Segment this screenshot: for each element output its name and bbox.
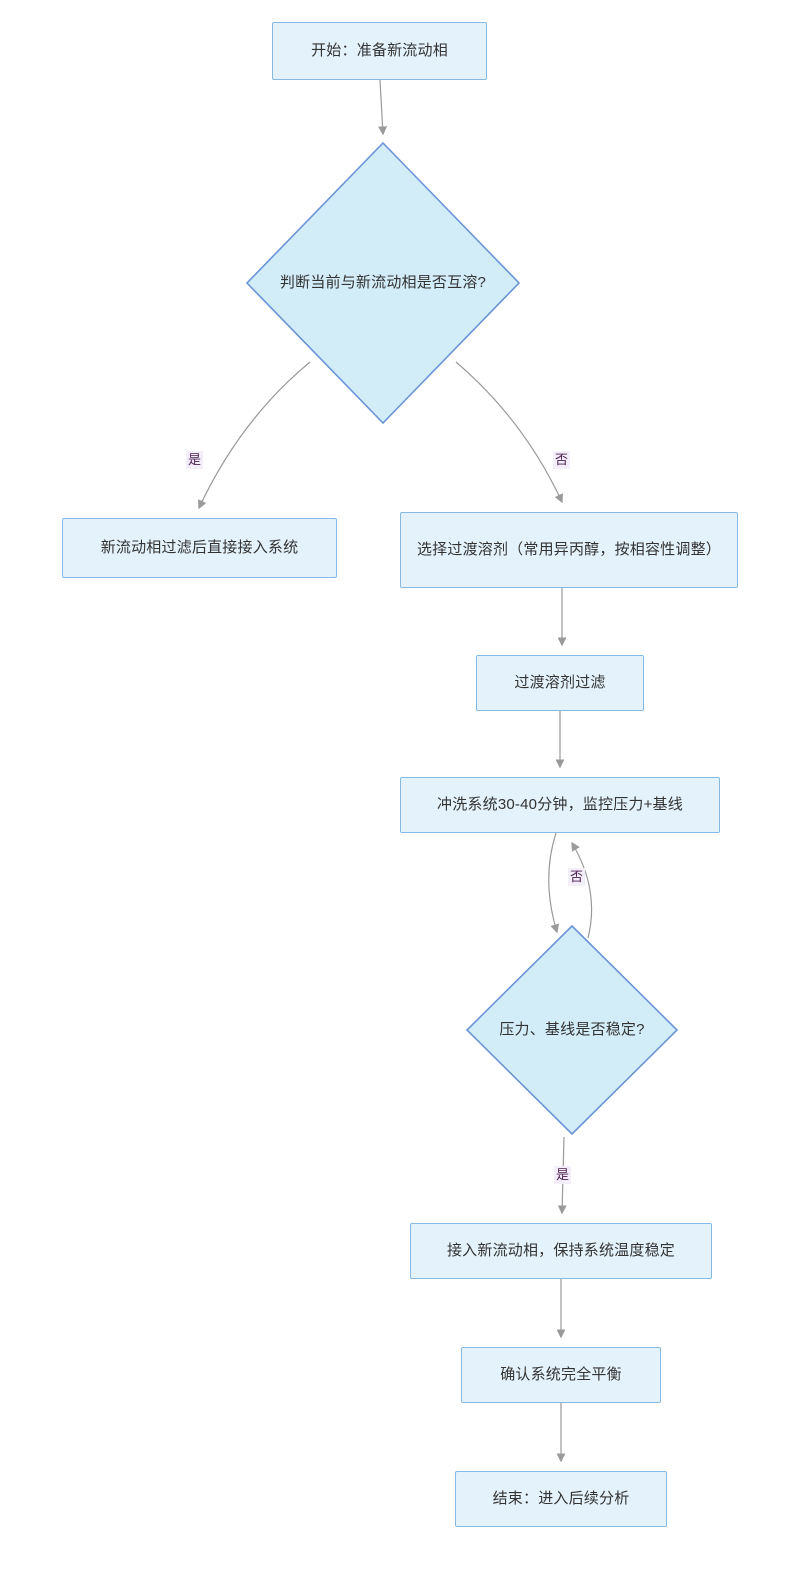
- edge-start-to-decision1: [380, 79, 383, 134]
- node-decision-stable[interactable]: 压力、基线是否稳定?: [465, 924, 679, 1136]
- node-decision-miscible[interactable]: 判断当前与新流动相是否互溶?: [245, 141, 521, 425]
- node-select-transition-solvent-label: 选择过渡溶剂（常用异丙醇，按相容性调整）: [416, 541, 721, 559]
- node-flush-system[interactable]: 冲洗系统30-40分钟，监控压力+基线: [400, 777, 720, 833]
- edge-label-yes-miscible: 是: [186, 451, 204, 469]
- node-confirm-equilibrium[interactable]: 确认系统完全平衡: [461, 1347, 661, 1403]
- node-end-label: 结束：进入后续分析: [492, 1490, 630, 1508]
- node-connect-new-phase[interactable]: 接入新流动相，保持系统温度稳定: [410, 1223, 712, 1279]
- node-decision-stable-label: 压力、基线是否稳定?: [499, 1021, 645, 1039]
- node-direct-connect-label: 新流动相过滤后直接接入系统: [100, 539, 299, 557]
- node-filter-solvent[interactable]: 过渡溶剂过滤: [476, 655, 644, 711]
- node-filter-solvent-label: 过渡溶剂过滤: [514, 674, 606, 692]
- node-start[interactable]: 开始：准备新流动相: [272, 22, 487, 80]
- node-confirm-equilibrium-label: 确认系统完全平衡: [500, 1366, 622, 1384]
- node-select-transition-solvent[interactable]: 选择过渡溶剂（常用异丙醇，按相容性调整）: [400, 512, 738, 588]
- node-start-label: 开始：准备新流动相: [311, 42, 448, 60]
- edge-flush-to-decision2: [548, 832, 557, 932]
- edge-label-yes-stable: 是: [554, 1166, 572, 1184]
- node-flush-system-label: 冲洗系统30-40分钟，监控压力+基线: [437, 796, 683, 814]
- edge-label-no-miscible: 否: [553, 451, 571, 469]
- node-decision-miscible-label: 判断当前与新流动相是否互溶?: [279, 274, 487, 292]
- node-direct-connect[interactable]: 新流动相过滤后直接接入系统: [62, 518, 337, 578]
- diamond-shape-icon: [465, 924, 679, 1136]
- node-connect-new-phase-label: 接入新流动相，保持系统温度稳定: [446, 1242, 675, 1260]
- node-end[interactable]: 结束：进入后续分析: [455, 1471, 667, 1527]
- edge-label-no-stable: 否: [568, 868, 586, 886]
- diamond-shape-icon: [245, 141, 521, 425]
